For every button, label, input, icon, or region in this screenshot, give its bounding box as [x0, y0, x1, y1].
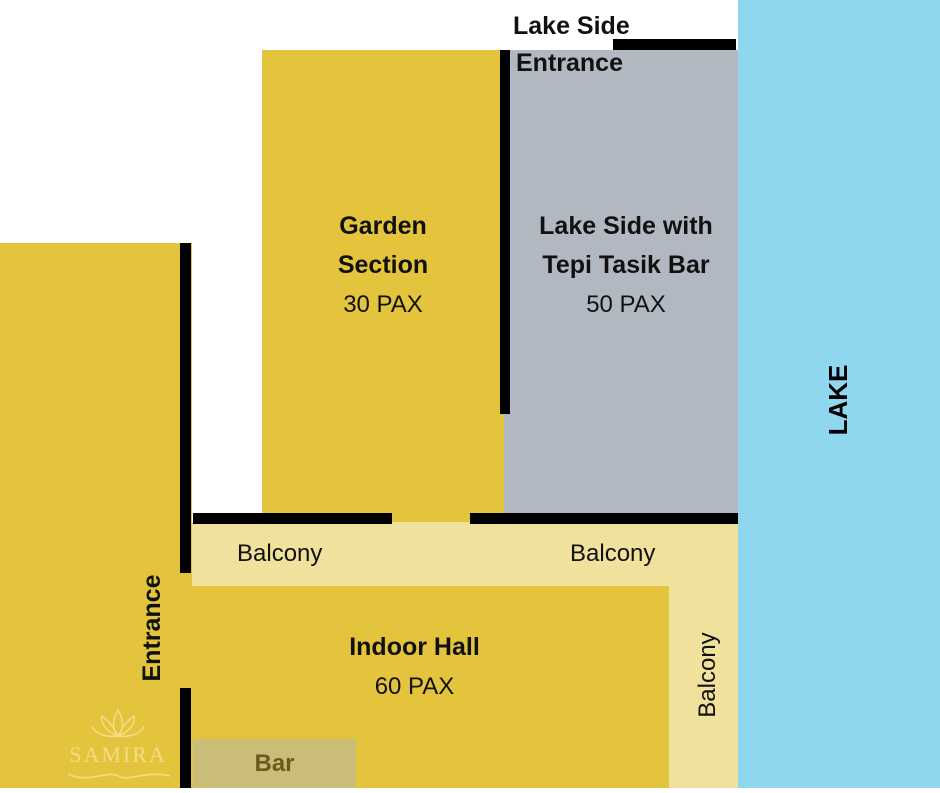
balcony-left-label: Balcony [237, 540, 323, 567]
lake-side-entrance-line2: Entrance [516, 49, 623, 77]
lake-label: LAKE [823, 364, 853, 436]
bar-label: Bar [254, 750, 295, 777]
indoor-hall-capacity: 60 PAX [374, 673, 455, 700]
lake-side-section[interactable] [504, 50, 738, 522]
entrance-left-label: Entrance [138, 574, 166, 682]
garden-title-line2: Section [337, 251, 429, 279]
wall-divider-vertical [500, 50, 510, 414]
wall-left-lower [180, 688, 191, 788]
logo-text: SAMIRA [69, 742, 167, 767]
bar-area[interactable] [193, 739, 356, 788]
garden-section[interactable] [262, 50, 504, 522]
balcony-vertical[interactable] [669, 586, 738, 788]
lake-side-title-line2: Tepi Tasik Bar [542, 251, 710, 279]
lake-side-capacity: 50 PAX [586, 291, 666, 318]
left-section [0, 243, 192, 788]
wall-lake-entrance-top [613, 39, 736, 50]
wall-left-upper [180, 243, 191, 573]
lake-region [738, 0, 940, 788]
balcony-right-label: Balcony [570, 540, 656, 567]
balcony-vertical-label: Balcony [694, 632, 721, 718]
indoor-hall-title: Indoor Hall [349, 633, 480, 661]
lake-side-entrance-line1: Lake Side [513, 12, 630, 40]
lotus-logo-icon: SAMIRA [48, 700, 188, 788]
balcony-strip[interactable] [192, 522, 738, 586]
garden-capacity: 30 PAX [343, 291, 423, 318]
lake-side-title-line1: Lake Side with [539, 212, 713, 240]
garden-title-line1: Garden [339, 212, 427, 240]
wall-balcony-top-right [470, 513, 738, 524]
wall-balcony-top-left [193, 513, 392, 524]
